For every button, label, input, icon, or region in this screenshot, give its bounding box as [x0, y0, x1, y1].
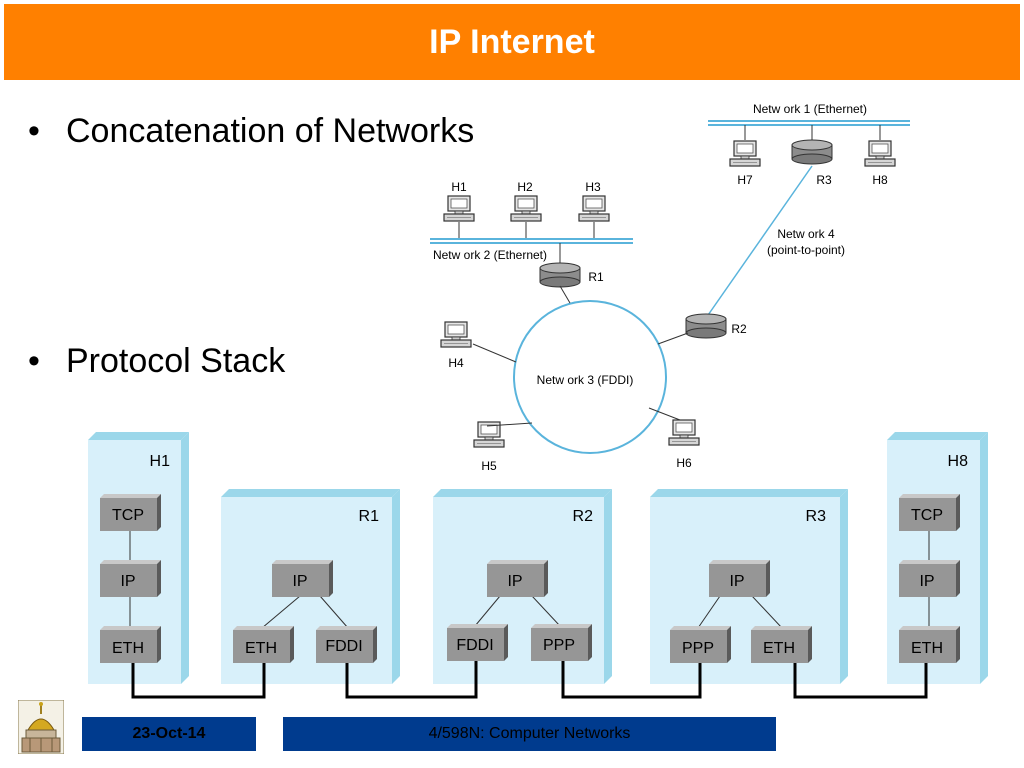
- router-r2-icon: [685, 313, 727, 339]
- r3-ip-box: IP: [709, 560, 770, 597]
- r1-eth-box: ETH: [233, 626, 294, 663]
- title-bar: IP Internet: [4, 4, 1020, 80]
- stack-h1-name: H1: [150, 453, 171, 470]
- router-r2-label: R2: [731, 322, 747, 336]
- host-h5-label: H5: [481, 459, 497, 473]
- network-4-link: [705, 165, 813, 319]
- notre-dame-dome-logo-icon: [18, 700, 64, 754]
- h8-eth-label: ETH: [911, 640, 943, 657]
- r3-eth-label: ETH: [763, 640, 795, 657]
- host-h6-icon: [668, 419, 700, 446]
- r3-ppp-label: PPP: [682, 640, 714, 657]
- r2-ppp-label: PPP: [543, 637, 575, 654]
- stack-h8-name: H8: [948, 453, 969, 470]
- link-r2-r3: [561, 661, 702, 699]
- host-h2-label: H2: [517, 180, 533, 194]
- r3-ip-label: IP: [729, 573, 744, 590]
- network-1-ethernet: Netw ork 1 (Ethernet): [708, 102, 910, 140]
- h1-eth-label: ETH: [112, 640, 144, 657]
- r1-ip-label: IP: [292, 573, 307, 590]
- slide-title: IP Internet: [429, 23, 595, 61]
- host-h6-label: H6: [676, 456, 692, 470]
- network-4-label-2: (point-to-point): [767, 243, 845, 257]
- h8-tcp-label: TCP: [911, 507, 943, 524]
- h8-ip-label: IP: [919, 573, 934, 590]
- stack-r3-name: R3: [806, 508, 827, 525]
- network-1-label: Netw ork 1 (Ethernet): [753, 102, 867, 116]
- stack-r1-name: R1: [359, 508, 380, 525]
- bullet-dot-1: •: [28, 112, 40, 150]
- bullet-text-1: Concatenation of Networks: [66, 112, 475, 150]
- h1-eth-box: ETH: [100, 626, 161, 663]
- host-h7-icon: [729, 140, 761, 167]
- h1-tcp-box: TCP: [100, 494, 161, 531]
- stack-connectors: [129, 530, 930, 629]
- network-3-label: Netw ork 3 (FDDI): [537, 373, 634, 387]
- host-h3-label: H3: [585, 180, 601, 194]
- r3-eth-box: ETH: [751, 626, 812, 663]
- host-h8-label: H8: [872, 173, 888, 187]
- h8-eth-box: ETH: [899, 626, 960, 663]
- host-h3-icon: [578, 195, 610, 222]
- link-r1-r2: [345, 661, 478, 699]
- bullet-protocol-stack: • Protocol Stack: [28, 342, 285, 381]
- r2-ppp-box: PPP: [531, 624, 592, 661]
- router-r1-icon: [539, 262, 581, 288]
- h8-ip-box: IP: [899, 560, 960, 597]
- host-h8-icon: [864, 140, 896, 167]
- h1-ip-label: IP: [120, 573, 135, 590]
- r2-ip-label: IP: [507, 573, 522, 590]
- link-r3-h8: [793, 663, 928, 699]
- h8-tcp-box: TCP: [899, 494, 960, 531]
- host-h4-label: H4: [448, 356, 464, 370]
- host-h1-label: H1: [451, 180, 467, 194]
- bullet-concatenation: • Concatenation of Networks: [28, 112, 474, 151]
- r1-ip-box: IP: [272, 560, 333, 597]
- link-h1-r1: [131, 663, 266, 699]
- r1-fddi-label: FDDI: [325, 638, 362, 655]
- physical-links: [131, 661, 928, 699]
- router-r3-label: R3: [816, 173, 832, 187]
- footer-date: 23-Oct-14: [82, 717, 256, 751]
- host-h1-icon: [443, 195, 475, 222]
- network-4-label-1: Netw ork 4: [777, 227, 835, 241]
- h1-tcp-label: TCP: [112, 507, 144, 524]
- network-3-fddi-ring: [513, 300, 667, 454]
- r1-eth-label: ETH: [245, 640, 277, 657]
- layer-boxes: TCP IP ETH IP ETH: [100, 494, 960, 663]
- r1-fddi-box: FDDI: [316, 626, 377, 663]
- stack-r2-name: R2: [573, 508, 594, 525]
- network-2-label: Netw ork 2 (Ethernet): [433, 248, 547, 262]
- r2-fddi-box: FDDI: [447, 624, 508, 661]
- host-h4-icon: [440, 321, 472, 348]
- h1-ip-box: IP: [100, 560, 161, 597]
- host-h2-icon: [510, 195, 542, 222]
- router-r3-icon: [791, 139, 833, 165]
- footer-course-title: 4/598N: Computer Networks: [283, 717, 776, 751]
- r2-ip-box: IP: [487, 560, 548, 597]
- r2-fddi-label: FDDI: [456, 637, 493, 654]
- bullet-dot-2: •: [28, 342, 40, 380]
- network-2-ethernet: [430, 222, 633, 266]
- host-h7-label: H7: [737, 173, 753, 187]
- bullet-text-2: Protocol Stack: [66, 342, 286, 380]
- router-r1-label: R1: [588, 270, 604, 284]
- r3-ppp-box: PPP: [670, 626, 731, 663]
